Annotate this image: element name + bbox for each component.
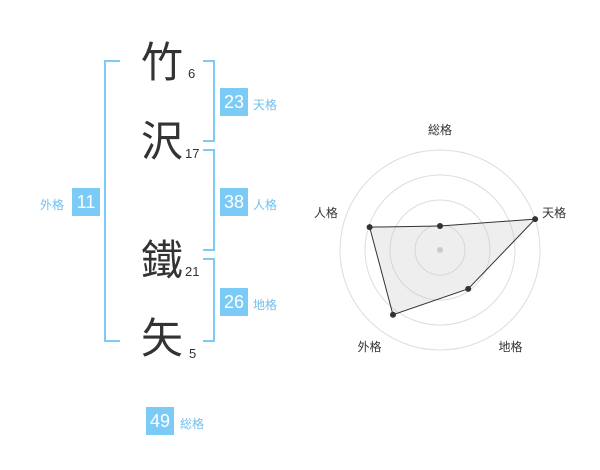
radar-axis-label-1: 総格 [428, 122, 452, 137]
stroke-count-3: 21 [185, 264, 200, 279]
radar-grid-ring [389, 199, 491, 301]
stroke-count-2: 17 [185, 146, 200, 161]
name-char-2: 沢 [141, 117, 184, 166]
jinkaku-value-badge: 38 [220, 188, 248, 216]
radar-axis-label-3: 地格 [499, 339, 523, 354]
radar-point-4 [389, 311, 396, 318]
radar-grid-ring [339, 149, 541, 351]
stroke-count-1: 6 [188, 66, 196, 81]
radar-grid-ring [364, 174, 516, 326]
radar-point-3 [465, 285, 472, 292]
radar-point-5 [366, 224, 373, 231]
tenkaku-bracket [203, 60, 215, 142]
name-char-1: 竹 [141, 38, 184, 87]
stroke-count-4: 5 [189, 346, 197, 361]
chikaku-label: 地格 [253, 298, 278, 312]
tenkaku-value-badge: 23 [220, 88, 248, 116]
tenkaku-label: 天格 [253, 98, 278, 112]
radar-axis-label-2: 天格 [542, 205, 566, 220]
radar-points [366, 216, 539, 318]
gaikaku-label: 外格 [40, 198, 65, 212]
chikaku-value-badge: 26 [220, 288, 248, 316]
soukaku-label: 総格 [180, 417, 205, 431]
radar-point-2 [532, 216, 539, 223]
name-char-4: 矢 [141, 314, 184, 363]
jinkaku-bracket [203, 149, 215, 251]
radar-center-dot [437, 247, 443, 253]
soukaku-value-badge: 49 [146, 407, 174, 435]
radar-axis-label-4: 外格 [357, 339, 381, 354]
radar-axis-label-5: 人格 [314, 205, 338, 220]
gaikaku-bracket [104, 60, 120, 342]
jinkaku-label: 人格 [253, 198, 278, 212]
radar-data-area [368, 218, 537, 316]
name-char-3: 鐵 [141, 236, 184, 285]
radar-point-1 [437, 223, 443, 229]
chikaku-bracket [203, 258, 215, 342]
radar-grid [339, 149, 541, 351]
gaikaku-value-badge: 11 [72, 188, 100, 216]
